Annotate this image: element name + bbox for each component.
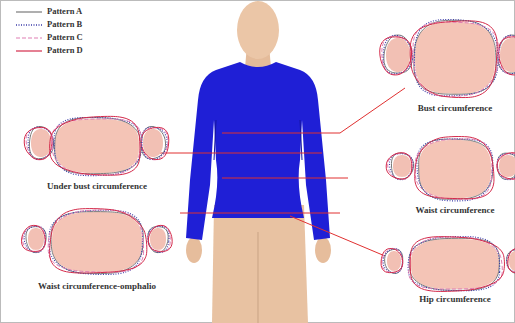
legend-text: Pattern B: [47, 20, 82, 29]
pattern-outline: [415, 137, 494, 199]
arm-section: [499, 155, 515, 177]
pattern-outline: [415, 139, 492, 200]
cross-section: [386, 137, 515, 201]
pattern-outline: [141, 128, 168, 160]
section-label: Under bust circumference: [47, 182, 147, 192]
arm-section: [31, 129, 51, 157]
cross-sections: [22, 20, 515, 292]
pattern-outline: [508, 249, 515, 273]
pattern-outline: [48, 210, 143, 272]
section-label: Waist circumference-omphalio: [38, 282, 156, 292]
leader-line: [222, 88, 405, 133]
arm-section: [386, 38, 410, 72]
hand: [315, 237, 331, 263]
body-section: [411, 239, 499, 289]
legend-line: [16, 11, 42, 12]
pattern-outline: [499, 36, 515, 74]
pattern-outline: [497, 153, 515, 179]
pattern-outline: [382, 36, 412, 74]
arm-section: [150, 228, 166, 250]
legend-samples: [16, 12, 42, 51]
pattern-outline: [410, 237, 504, 292]
section-label: Bust circumference: [418, 104, 492, 114]
leader-line: [222, 178, 348, 179]
legend-line: [16, 50, 42, 51]
section-label: Hip circumference: [419, 295, 490, 305]
leader-line: [290, 216, 385, 256]
pattern-outline: [52, 119, 142, 175]
pattern-outline: [380, 37, 412, 75]
pattern-outline: [382, 248, 403, 272]
pattern-outline: [386, 153, 412, 179]
pattern-outline: [499, 37, 515, 75]
pattern-outline: [497, 153, 515, 179]
level-lines: [155, 88, 405, 256]
section-label: Waist circumference: [416, 206, 495, 216]
pattern-outline: [50, 209, 147, 273]
pattern-outline: [408, 236, 500, 290]
cross-section: [380, 20, 515, 98]
pattern-outline: [148, 225, 172, 251]
arm-section: [393, 155, 411, 177]
hand: [186, 237, 202, 263]
arm-section: [28, 228, 44, 250]
pattern-outline: [410, 21, 497, 98]
leader-line: [180, 213, 340, 214]
legs: [212, 205, 308, 323]
shirt-fold: [214, 120, 302, 160]
figure: [186, 1, 331, 323]
body-section: [55, 119, 139, 173]
leg-seam: [258, 232, 259, 323]
pattern-outline: [51, 212, 143, 274]
pattern-outline: [22, 225, 46, 251]
legend-line: [16, 24, 42, 25]
cross-section: [381, 236, 515, 291]
legend-text: Pattern D: [47, 46, 83, 55]
body-section: [52, 212, 142, 272]
cross-section: [22, 209, 173, 275]
pattern-outline: [409, 238, 499, 290]
body-section: [419, 140, 491, 198]
body-section: [415, 22, 495, 94]
pattern-outline: [409, 237, 503, 289]
pattern-outline: [49, 210, 142, 274]
arm-section: [143, 129, 163, 157]
legend-text: Pattern C: [47, 33, 83, 42]
legend-text: Pattern A: [47, 7, 82, 16]
pattern-outline: [419, 139, 493, 199]
pattern-outline: [497, 154, 515, 180]
pattern-outline: [413, 22, 498, 96]
pattern-outline: [414, 20, 496, 94]
pattern-outline: [54, 117, 142, 175]
legend-line: [16, 37, 42, 38]
pattern-outline: [417, 139, 493, 201]
head: [237, 1, 279, 59]
cross-section: [24, 116, 169, 175]
pattern-outline: [24, 127, 52, 159]
arm-section: [387, 251, 401, 271]
pattern-outline: [55, 118, 141, 174]
pattern-outline: [381, 249, 403, 273]
pattern-outline: [414, 20, 497, 96]
leader-line: [155, 153, 322, 154]
pattern-outline: [141, 127, 169, 159]
pattern-outline: [497, 153, 515, 179]
pattern-outline: [50, 116, 140, 175]
